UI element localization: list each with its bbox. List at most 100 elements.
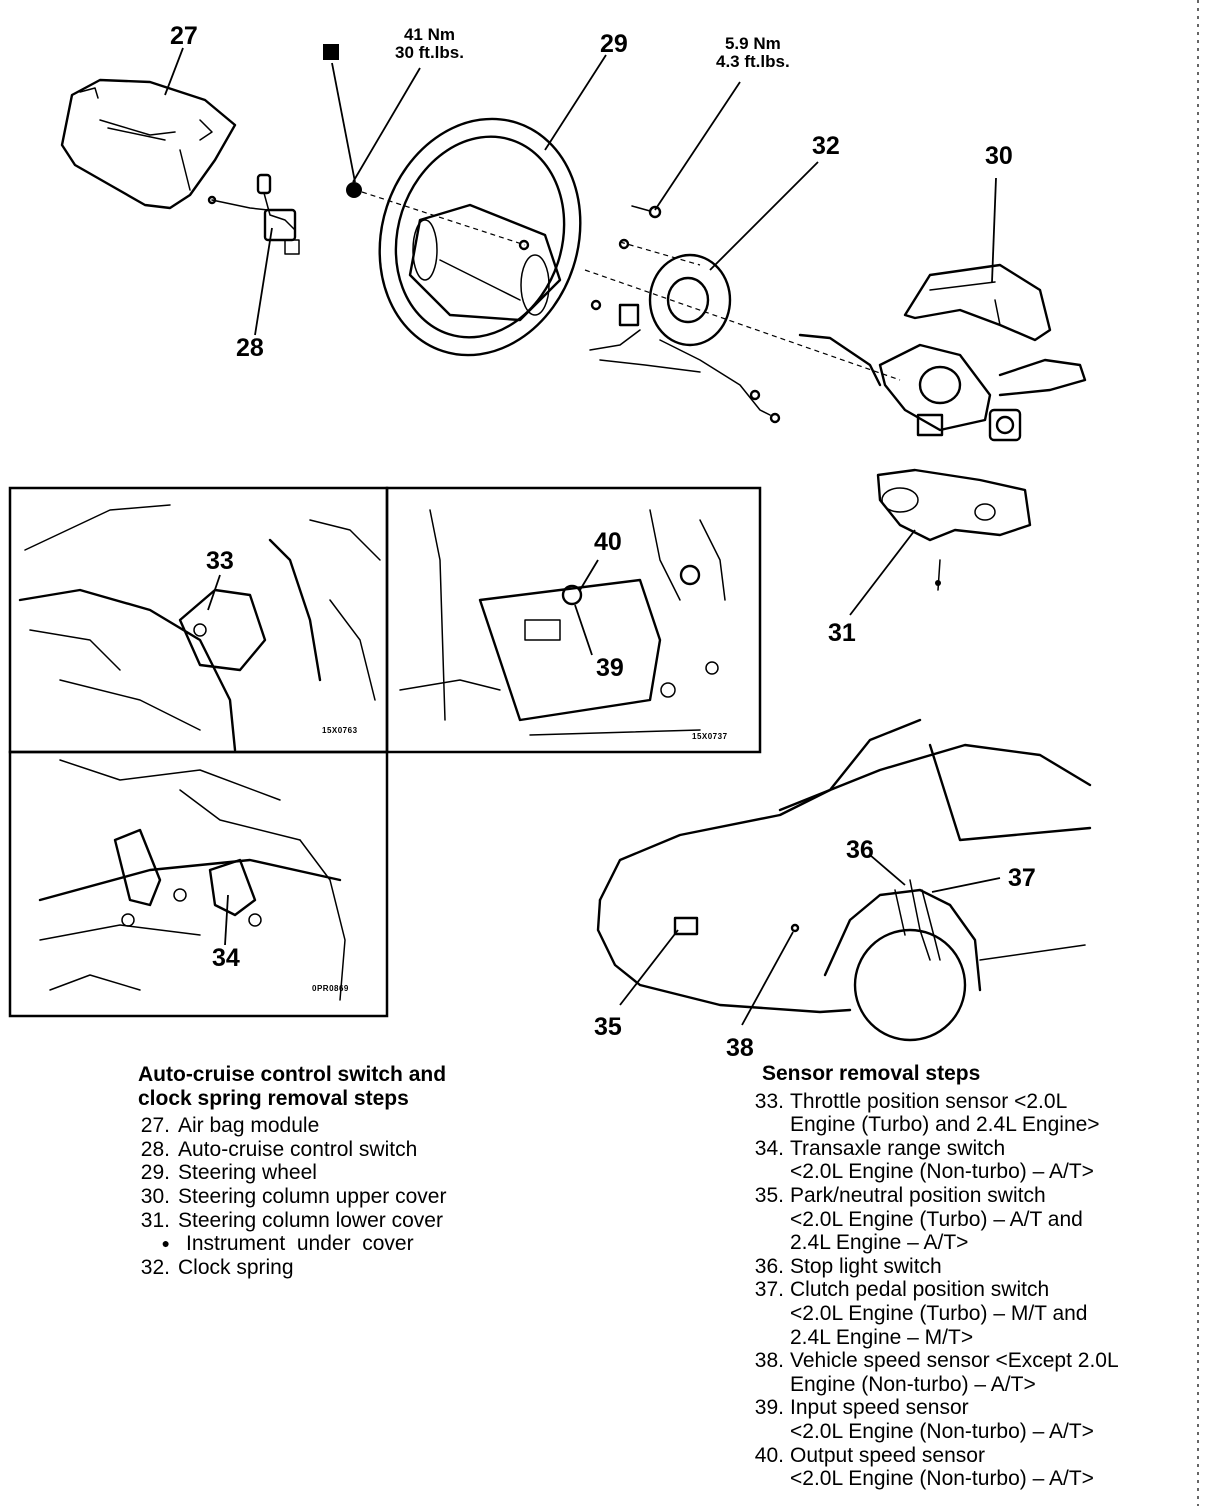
torque-spec-left: 41 Nm 30 ft.lbs.: [395, 26, 464, 62]
steering-wheel-drawing: [378, 117, 582, 357]
leader-36: [869, 854, 906, 886]
legend-item: 32. Clock spring: [132, 1256, 512, 1280]
inset-speed-sensors: [385, 486, 762, 754]
leader-33: [207, 574, 221, 611]
legend-item-number: 28.: [140, 1137, 170, 1161]
legend-item: 30. Steering column upper cover: [132, 1185, 512, 1209]
leader-35: [619, 929, 679, 1006]
legend-item-text: Vehicle speed sensor <Except 2.0L Engine…: [790, 1349, 1119, 1396]
legend-item-text: Throttle position sensor <2.0L Engine (T…: [790, 1089, 1100, 1137]
leader-38: [741, 931, 794, 1026]
legend-item-text: Output speed sensor <2.0L Engine (Non-tu…: [790, 1443, 1094, 1491]
torque-spec-right: 5.9 Nm 4.3 ft.lbs.: [716, 35, 790, 71]
callout-28: 28: [236, 334, 264, 362]
legend-item: 34.Transaxle range switch <2.0L Engine (…: [746, 1137, 1186, 1184]
legend-item-text: Steering column lower cover: [178, 1208, 443, 1232]
legend-item: 28. Auto-cruise control switch: [132, 1138, 512, 1162]
legend-item-text: Instrument under cover: [186, 1232, 414, 1256]
callout-27: 27: [170, 22, 198, 50]
leader-torque-symbol: [331, 62, 356, 183]
cruise-switch-drawing: [207, 173, 300, 255]
legend-item: 38.Vehicle speed sensor <Except 2.0L Eng…: [746, 1349, 1186, 1396]
callout-40: 40: [594, 528, 622, 556]
callout-30: 30: [985, 142, 1013, 170]
leader-27: [164, 47, 184, 96]
callout-39: 39: [596, 654, 624, 682]
clock-spring-drawing: [584, 238, 901, 424]
legend-item: 36.Stop light switch: [746, 1255, 1186, 1279]
legend-item: 37.Clutch pedal position switch <2.0L En…: [746, 1278, 1186, 1349]
legend-item-number: 31.: [140, 1208, 170, 1232]
callout-37: 37: [1008, 864, 1036, 892]
legend-item-number: 32.: [140, 1255, 170, 1279]
leader-39: [574, 604, 593, 656]
legend-item-text: Auto-cruise control switch: [178, 1137, 418, 1161]
legend-item-number: 37.: [754, 1278, 784, 1302]
legend-item: 29.Steering wheel: [132, 1161, 512, 1185]
leader-30: [991, 177, 997, 283]
leader-37: [931, 877, 1001, 893]
torque-right-imperial: 4.3 ft.lbs.: [716, 52, 790, 71]
bullet-icon: ●: [161, 1235, 170, 1252]
leader-29: [544, 54, 607, 151]
legend-item: 35.Park/neutral position switch <2.0L En…: [746, 1184, 1186, 1255]
legend-item-number: 36.: [754, 1254, 784, 1278]
air-bag-module-drawing: [60, 78, 237, 210]
callout-33: 33: [206, 547, 234, 575]
leader-torque-right: [654, 81, 741, 211]
leader-torque-left: [352, 67, 421, 183]
legend-item-number: 38.: [754, 1349, 784, 1373]
legend-item-text: Stop light switch: [790, 1254, 942, 1278]
callout-38: 38: [726, 1034, 754, 1062]
combination-switch-drawing: [798, 333, 1087, 442]
callout-31: 31: [828, 619, 856, 647]
leader-32: [709, 161, 819, 271]
inset-code-c: 0PR0869: [312, 984, 349, 993]
legend-item-text: Steering column upper cover: [178, 1184, 447, 1208]
legend-item-number: 40.: [754, 1443, 784, 1467]
legend-item-text: Transaxle range switch <2.0L Engine (Non…: [790, 1136, 1094, 1184]
car-front-drawing: [596, 718, 1092, 1042]
legend-item-number: 27.: [140, 1114, 170, 1138]
inset-throttle-sensor: [8, 486, 389, 754]
legend-item-number: 35.: [754, 1183, 784, 1207]
legend-item: 27. Air bag module: [132, 1114, 512, 1138]
legend-item: 40.Output speed sensor <2.0L Engine (Non…: [746, 1444, 1186, 1491]
clock-spring-screw-icon: [648, 205, 662, 219]
legend-item-number: 30.: [140, 1184, 170, 1208]
legend-item-number: 34.: [754, 1136, 784, 1160]
callout-32: 32: [812, 132, 840, 160]
legend-item-number: 29.: [140, 1161, 170, 1185]
leader-34: [224, 894, 229, 946]
legend-item-text: Air bag module: [178, 1114, 320, 1138]
callout-36: 36: [846, 836, 874, 864]
legend-item-text: Input speed sensor <2.0L Engine (Non-tur…: [790, 1396, 1094, 1443]
callout-29: 29: [600, 30, 628, 58]
inset-code-b: 15X0737: [692, 732, 728, 741]
leader-28: [254, 227, 273, 336]
upper-cover-drawing: [903, 263, 1052, 342]
legend-sensor-removal: Sensor removal steps 33.Throttle positio…: [746, 1062, 1186, 1491]
torque-left-metric: 41 Nm: [403, 25, 455, 44]
legend-item-text: Clock spring: [178, 1255, 294, 1279]
steering-nut-icon: [346, 182, 362, 198]
inset-code-a: 15X0763: [322, 726, 358, 735]
legend-item-number: 33.: [754, 1089, 784, 1113]
legend-left-title: Auto-cruise control switch and clock spr…: [138, 1063, 447, 1110]
callout-34: 34: [212, 944, 240, 972]
torque-left-imperial: 30 ft.lbs.: [395, 43, 464, 62]
legend-item-number: 39.: [754, 1396, 784, 1420]
legend-right-title: Sensor removal steps: [762, 1062, 981, 1085]
legend-item-text: Park/neutral position switch <2.0L Engin…: [790, 1183, 1083, 1255]
legend-item: 31. Steering column lower cover: [132, 1209, 512, 1233]
torque-symbol-icon: [323, 44, 339, 60]
legend-item-text: Clutch pedal position switch <2.0L Engin…: [790, 1278, 1088, 1349]
legend-item: 39.Input speed sensor <2.0L Engine (Non-…: [746, 1396, 1186, 1443]
legend-item: ● Instrument under cover: [132, 1232, 512, 1256]
leader-31: [849, 529, 916, 616]
lower-cover-drawing: [876, 468, 1032, 591]
torque-right-metric: 5.9 Nm: [724, 34, 781, 53]
inset-transaxle-switch: [8, 750, 389, 1018]
legend-cruise-clock-spring: Auto-cruise control switch and clock spr…: [132, 1063, 512, 1279]
